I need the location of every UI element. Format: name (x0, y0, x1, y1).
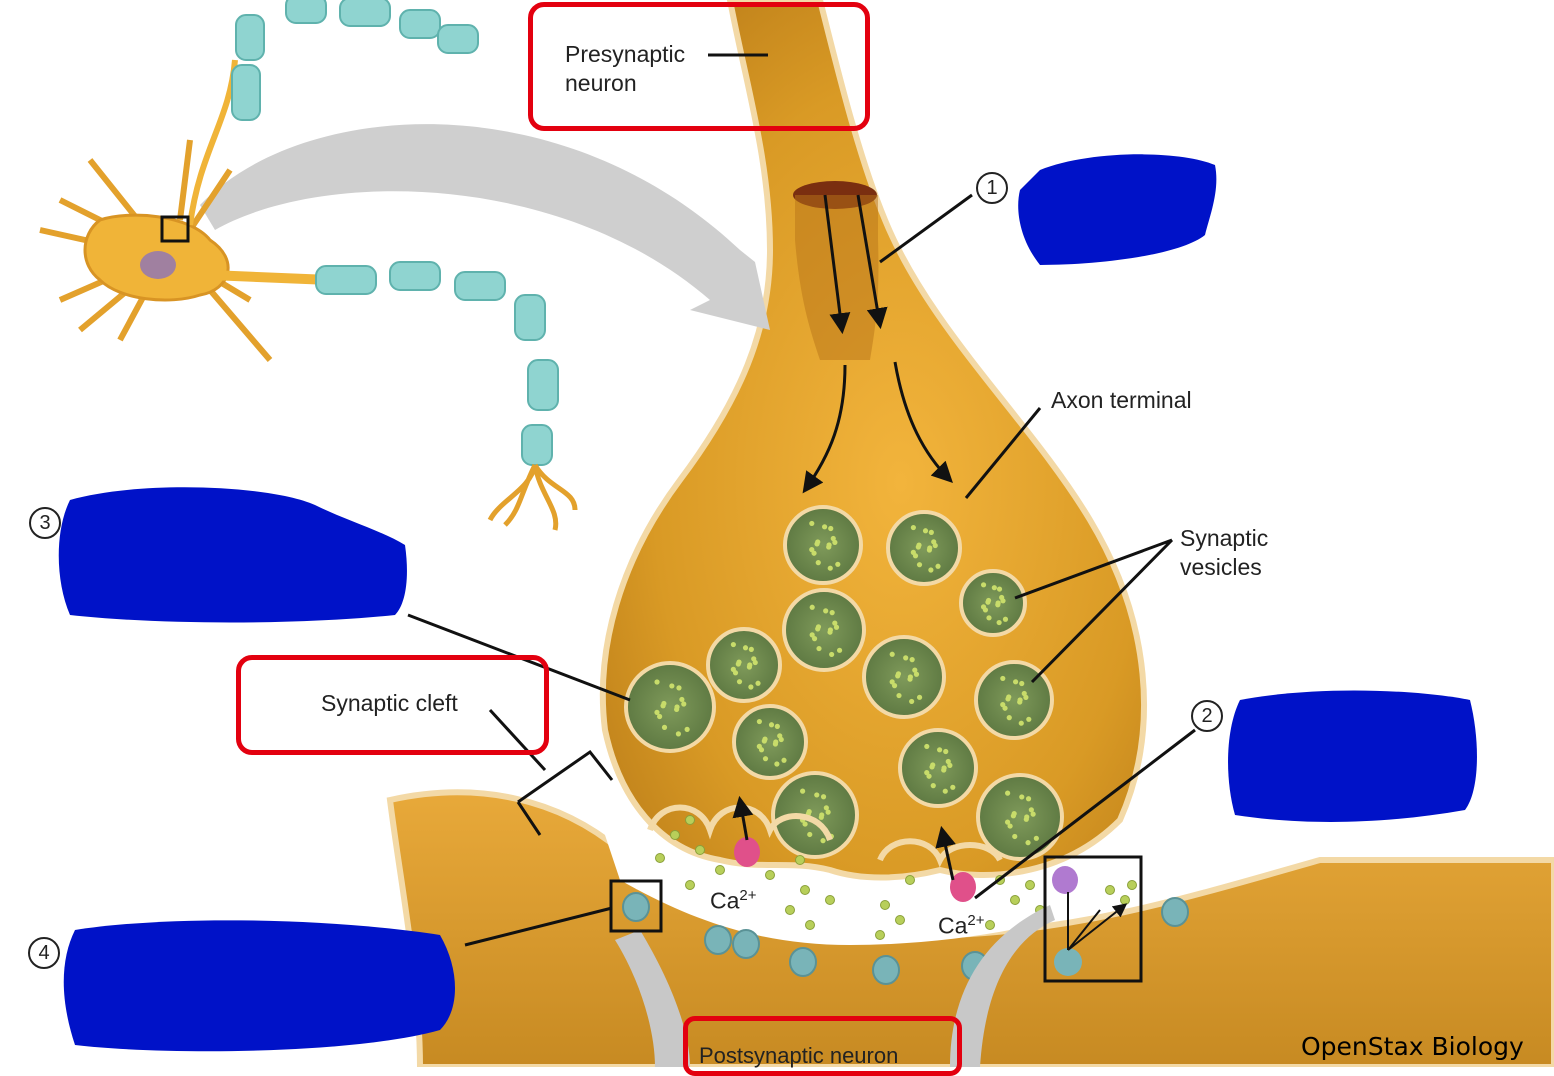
neurotransmitter-dot (685, 815, 695, 825)
neurotransmitter-dot (785, 905, 795, 915)
leader-line-2 (974, 728, 1196, 900)
credit-text: OpenStax Biology (1301, 1032, 1524, 1061)
receptor-icon (1161, 897, 1189, 927)
redaction-blob-2 (1228, 690, 1477, 822)
label-synaptic-vesicles: Synaptic vesicles (1180, 525, 1269, 580)
receptor-icon (704, 925, 732, 955)
presynaptic-highlight-box (528, 2, 870, 131)
neurotransmitter-dot (670, 830, 680, 840)
arrow-icon (935, 825, 956, 881)
synaptic-cleft-space (600, 820, 1120, 945)
neurotransmitter-dot (880, 900, 890, 910)
vesicle (706, 627, 782, 703)
arrow-icon (856, 194, 888, 330)
dendrite-gray-left (615, 930, 690, 1067)
redaction-blob-4 (63, 920, 455, 1052)
neurotransmitter-dot (795, 855, 805, 865)
neurotransmitter-dot (695, 845, 705, 855)
myelin-sheath (231, 0, 559, 466)
neuron-cell-icon (39, 59, 331, 362)
arrow-icon (802, 364, 847, 494)
neurotransmitter-dot (905, 875, 915, 885)
redaction-blob-3 (58, 487, 407, 623)
label-calcium-right: Ca2+ (938, 912, 985, 939)
receptors (622, 892, 1189, 985)
cleft-bracket (516, 749, 614, 836)
leader-line-cleft (488, 708, 547, 772)
receptor-icon (622, 892, 650, 922)
label-presynaptic-neuron: Presynaptic neuron (565, 41, 686, 96)
receptor-icon (789, 947, 817, 977)
neurotransmitter-dot (715, 865, 725, 875)
synaptic-cleft-highlight-box (236, 655, 549, 755)
calcium-channel-icon (950, 872, 976, 902)
neurotransmitter-dot (765, 870, 775, 880)
vesicle (886, 510, 962, 586)
vesicle (782, 588, 866, 672)
neurotransmitter-dot (1025, 880, 1035, 890)
vesicle (771, 771, 859, 859)
label-calcium-left: Ca2+ (710, 887, 757, 914)
neurotransmitter-dot (685, 880, 695, 890)
neurotransmitter-dot (825, 895, 835, 905)
neurotransmitter-dot (805, 920, 815, 930)
neurotransmitter-dot (1120, 895, 1130, 905)
step-marker-2: 2 (1191, 700, 1223, 732)
dendrite-gray-right (950, 905, 1055, 1067)
neurotransmitter-dot (895, 915, 905, 925)
receptor-icon (732, 929, 760, 959)
vesicle (732, 704, 808, 780)
zoom-arrow (200, 124, 770, 331)
vesicle (783, 505, 863, 585)
receptor-icon (1054, 948, 1082, 976)
receptor-icon (872, 955, 900, 985)
neurotransmitter-dot (1127, 880, 1137, 890)
receptor-zoom-box-right (1043, 855, 1143, 983)
vesicle (624, 661, 716, 753)
label-synaptic-cleft: Synaptic cleft (321, 690, 458, 716)
arrow-icon (732, 795, 754, 841)
axon-terminal-branches (487, 463, 578, 531)
neurotransmitter-dot (1105, 885, 1115, 895)
vesicle (898, 728, 978, 808)
label-axon-terminal: Axon terminal (1051, 387, 1192, 413)
neurotransmitter-dot (655, 853, 665, 863)
step-marker-3: 3 (29, 507, 61, 539)
vesicle (976, 773, 1064, 861)
vesicle (959, 569, 1027, 637)
receptor-icon (1052, 866, 1078, 894)
receptor-zoom-box-left (609, 879, 663, 933)
leader-line-4 (464, 906, 613, 947)
neurotransmitter-dot (985, 920, 995, 930)
step-marker-4: 4 (28, 937, 60, 969)
neurotransmitter-dot (1010, 895, 1020, 905)
leader-line-1 (879, 193, 973, 264)
label-postsynaptic-neuron: Postsynaptic neuron (699, 1043, 899, 1068)
neurotransmitter-dot (800, 885, 810, 895)
calcium-channel-icon (734, 837, 760, 867)
redaction-blob-1 (1018, 154, 1217, 265)
neurotransmitter-dot (875, 930, 885, 940)
leader-line-axon-terminal (964, 407, 1042, 499)
arrow-icon (823, 194, 851, 335)
step-marker-1: 1 (976, 172, 1008, 204)
leader-line-vesicles (1014, 538, 1174, 684)
vesicle (862, 635, 946, 719)
arrow-icon (893, 361, 953, 483)
